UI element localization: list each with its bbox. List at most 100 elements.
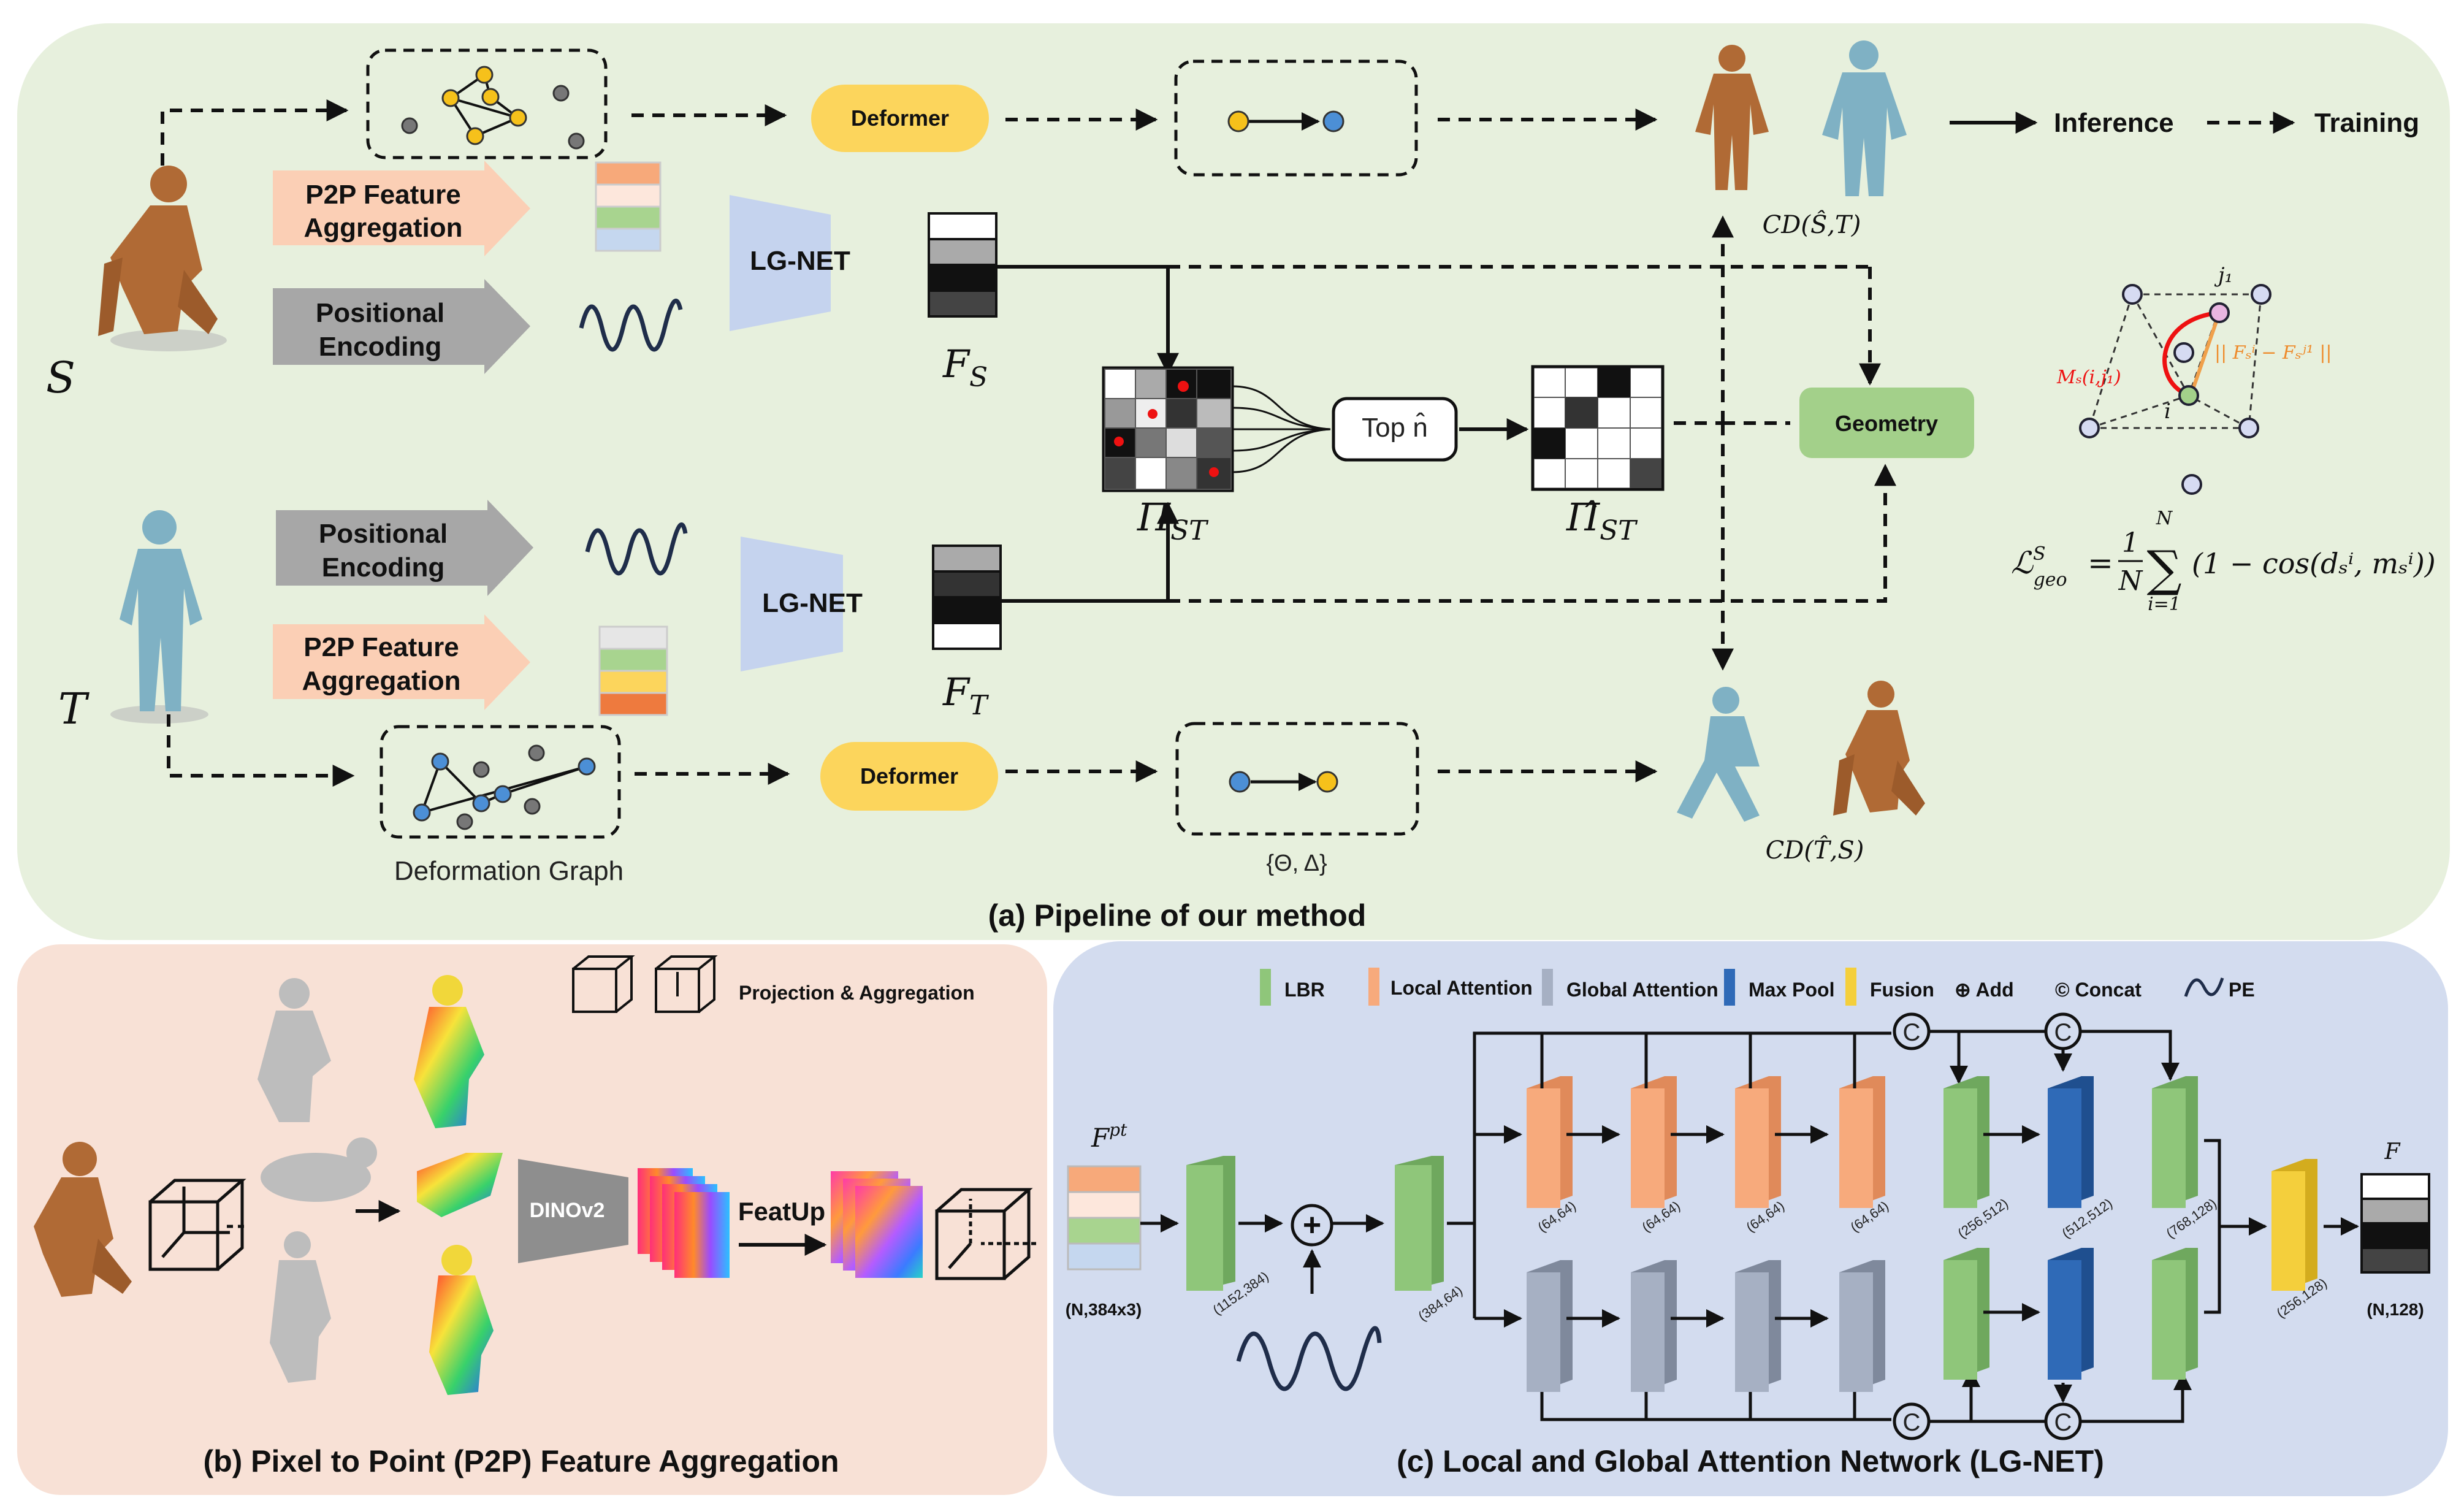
global-attention-blocks (1527, 1260, 1885, 1392)
lgnet-source-label: LG-NET (750, 246, 850, 276)
geometry-box (1799, 388, 1974, 458)
target-mesh-icon (110, 510, 208, 724)
lbr2-to-skip-line (1473, 1031, 1542, 1134)
dinov2-label: DINOv2 (530, 1199, 605, 1222)
panel-c-caption: (c) Local and Global Attention Network (… (1397, 1444, 2104, 1478)
geometry-label: Geometry (1835, 411, 1938, 436)
pi-matrix (1102, 366, 1234, 492)
topn-box (1332, 397, 1458, 462)
target-graph-nodes (413, 744, 596, 830)
camera-cube-icon (148, 1179, 246, 1271)
ft-label-sub: T (969, 690, 990, 721)
source-to-graph-arrow (161, 99, 349, 166)
projection-icons (572, 955, 718, 1013)
global-attention-4 (1839, 1260, 1885, 1392)
loss-sum-symbol: ∑ (2146, 540, 2181, 597)
panel-c-background (1053, 941, 2448, 1496)
featup-label: FeatUp (738, 1197, 825, 1226)
legend-global-swatch (1542, 969, 1553, 1006)
max-pool-top (2048, 1076, 2094, 1208)
params-bottom-node-a (1229, 771, 1251, 793)
training-legend-label: Training (2314, 108, 2419, 138)
max-pool-bottom (2048, 1248, 2094, 1380)
p2p-label-source-2: Aggregation (303, 213, 462, 243)
lgnet-target (741, 537, 843, 671)
panel-a-caption: (a) Pipeline of our method (988, 898, 1367, 933)
concat-bottom-2-symbol: C (2054, 1409, 2072, 1436)
topn-fan-lines (1232, 385, 1331, 473)
global-attention-2 (1631, 1260, 1677, 1392)
local-attention-blocks (1527, 1076, 1885, 1208)
legend-lbr: LBR (1284, 979, 1325, 1001)
ft-label-main: F (942, 670, 971, 714)
fpt-input-stack (1067, 1165, 1142, 1271)
rendered-views-gray (257, 978, 377, 1383)
proj-agg-label: Projection & Aggregation (739, 982, 975, 1004)
lgnet-pe-wave (1236, 1326, 1382, 1391)
dino-feature-maps (638, 1168, 730, 1278)
local-attention-4 (1839, 1076, 1885, 1208)
p2p-label-target-1: P2P Feature (303, 632, 459, 662)
deformer-top-label: Deformer (851, 105, 949, 131)
source-deformation-graph-box (366, 48, 608, 159)
pe-label-target-2: Encoding (322, 552, 444, 583)
legend-local-swatch (1368, 968, 1379, 1006)
loss-body: (1 − cos(dₛⁱ, mₛⁱ)) (2192, 547, 2436, 580)
pi-hat-label: Π̂ST (1566, 495, 1638, 546)
rendered-views-colored (414, 975, 503, 1395)
cd-top-label: CD(Ŝ,T) (1763, 210, 1861, 239)
loss-frac-num: 1 (2122, 527, 2139, 559)
concat2-to-lbr4-top-arrow (2080, 1030, 2180, 1081)
add-node (1291, 1204, 1333, 1247)
fusion-block (2271, 1159, 2317, 1291)
local-attention-3 (1735, 1076, 1781, 1208)
legend-fusion-swatch (1845, 968, 1856, 1006)
legend-pe-wave (2184, 977, 2224, 997)
fs-label-sub: S (969, 362, 988, 393)
fpt-label-sup: pt (1109, 1120, 1127, 1140)
panel-a: Inference Training S T (17, 23, 2450, 940)
lbr-block-1 (1186, 1156, 1235, 1291)
cd-bottom-label: CD(T̂,S) (1766, 836, 1864, 865)
lbr-block-4-bottom (2152, 1248, 2198, 1380)
legend-maxpool-swatch (1724, 969, 1735, 1006)
loss-sum-top: N (2156, 508, 2173, 529)
loss-lhs-sub: geo (2034, 569, 2067, 591)
loss-sum-bottom: i=1 (2148, 594, 2181, 615)
source-p2p-feature-stack (595, 161, 662, 252)
output-dim-label: (N,128) (2367, 1300, 2424, 1319)
geometry-neighborhood-diagram (2079, 284, 2271, 495)
legend-pe: PE (2229, 979, 2255, 1001)
theta-delta-label: {Θ, Δ} (1266, 850, 1327, 876)
lbr-block-3-bottom (1943, 1248, 1989, 1380)
geo-ms-label: Mₛ(i,j₁) (2056, 367, 2121, 388)
deformer-bottom (820, 742, 998, 811)
concat2-to-lbr4-bottom-arrow (2080, 1372, 2192, 1423)
add-symbol: + (1303, 1207, 1321, 1243)
lbr-block-4-top (2152, 1076, 2198, 1208)
topn-label: Top n̂ (1362, 412, 1428, 443)
source-graph-nodes (401, 66, 585, 150)
legend-lbr-swatch (1260, 969, 1271, 1006)
source-mesh-copy-icon (1833, 681, 1925, 816)
deformed-source-mesh-icon (1695, 45, 1769, 190)
params-top-node-a (1227, 110, 1249, 132)
target-label: T (58, 684, 90, 734)
pi-label-sub: ST (1170, 515, 1209, 546)
global-attention-3 (1735, 1260, 1781, 1392)
loss-equals: = (2088, 545, 2113, 581)
pe-label-source-1: Positional (316, 298, 444, 328)
aggregation-cube-icon (935, 1188, 1036, 1280)
dinov2-block (518, 1159, 628, 1263)
loss-lhs-main: ℒ (2011, 545, 2034, 581)
loss-frac-den: N (2118, 565, 2143, 597)
p2p-label-source-1: P2P Feature (305, 180, 461, 210)
fs-label-main: F (942, 342, 971, 386)
panel-c: LBR Local Attention Global Attention Max… (1053, 941, 2448, 1496)
p2p-source-mesh-icon (34, 1142, 132, 1297)
params-top-node-b (1322, 110, 1345, 132)
concat-bottom-1-symbol: C (1903, 1409, 1921, 1436)
lbr-block-3-top (1943, 1076, 1989, 1208)
